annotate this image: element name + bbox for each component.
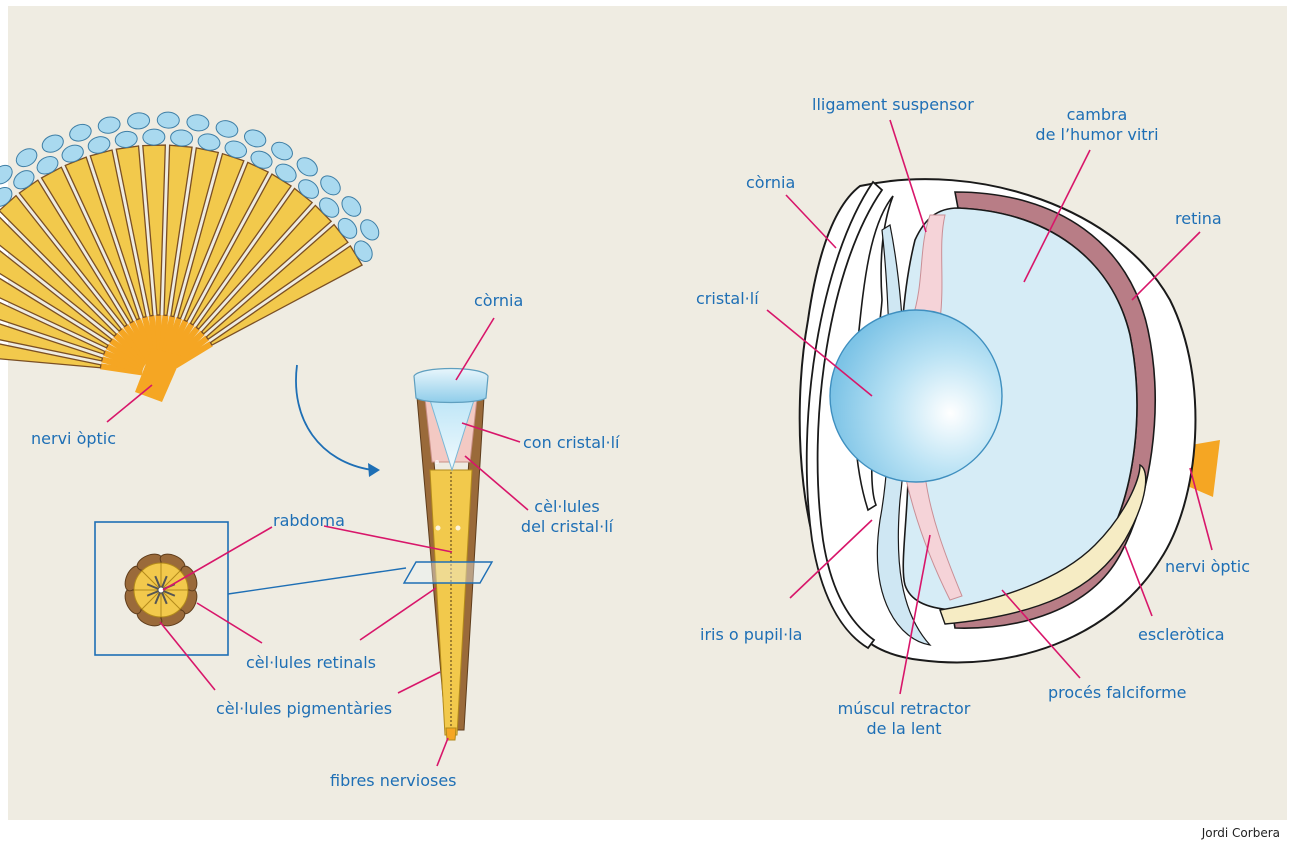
eye [800, 179, 1220, 662]
fan-lens-cap [242, 127, 268, 150]
fan-lens-cap [317, 172, 344, 199]
label-muscul-2: de la lent [866, 719, 941, 738]
arrow-head-icon [368, 463, 380, 477]
curved-arrow [296, 365, 372, 470]
lens [830, 310, 1002, 482]
fan-lens-cap [127, 112, 150, 130]
label-retina: retina [1175, 209, 1222, 228]
fan-lens-cap [214, 118, 239, 139]
label-esclerotica: escleròtica [1138, 625, 1225, 644]
fan-lens-cap [269, 139, 296, 164]
fan-lens-cap [357, 216, 383, 243]
label-cornia-left: còrnia [474, 291, 523, 310]
fan-lens-cap [13, 145, 40, 170]
section-connector [228, 568, 406, 594]
label-cambra-2: de l’humor vitri [1035, 125, 1158, 144]
fan-lens-cap [170, 129, 193, 147]
label-cellules-cristalli-1: cèl·lules [534, 497, 599, 516]
fan-lens-cap [338, 193, 365, 220]
fan-lens-cap [97, 115, 122, 135]
ommatidium-cornea [414, 369, 488, 403]
label-cellules-cristalli-2: del cristal·lí [521, 517, 614, 536]
label-con-cristalli: con cristal·lí [523, 433, 620, 452]
label-cristalli: cristal·lí [696, 289, 759, 308]
label-fibres-nervioses: fibres nervioses [330, 771, 457, 790]
label-cornia-right: còrnia [746, 173, 795, 192]
label-cambra-1: cambra [1067, 105, 1128, 124]
fan-lens-cap [67, 122, 93, 144]
fan-lens-cap [157, 112, 180, 129]
compound-eye-fan [0, 112, 383, 373]
label-lligament-suspensor: lligament suspensor [812, 95, 974, 114]
cross-section [122, 551, 200, 629]
label-cellules-retinals: cèl·lules retinals [246, 653, 376, 672]
ommatidium [414, 369, 488, 741]
section-plane [404, 562, 492, 583]
label-nervi-optic-right: nervi òptic [1165, 557, 1250, 576]
label-nervi-optic-left: nervi òptic [31, 429, 116, 448]
label-rabdoma: rabdoma [273, 511, 345, 530]
label-proces-falciforme: procés falciforme [1048, 683, 1187, 702]
fan-lens-cap [294, 154, 321, 180]
label-iris-pupilla: iris o pupil·la [700, 625, 802, 644]
label-muscul-1: múscul retractor [838, 699, 971, 718]
fan-lens-cap [143, 129, 165, 146]
fan-lens-cap [186, 113, 210, 132]
label-cellules-pigmentaries: cèl·lules pigmentàries [216, 699, 392, 718]
credit: Jordi Corbera [1202, 826, 1280, 840]
fan-lens-cap [39, 132, 66, 156]
